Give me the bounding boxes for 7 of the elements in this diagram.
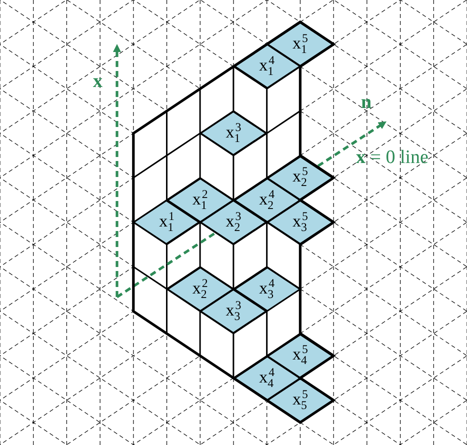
axis-label: x = 0 line <box>356 148 428 167</box>
axis-label: n <box>361 93 372 112</box>
lozenge-tile <box>200 111 267 156</box>
lozenge-tile <box>266 200 334 244</box>
lozenge-tile <box>234 266 300 312</box>
lozenge-tile <box>266 378 334 422</box>
axis-label: x <box>93 72 102 91</box>
